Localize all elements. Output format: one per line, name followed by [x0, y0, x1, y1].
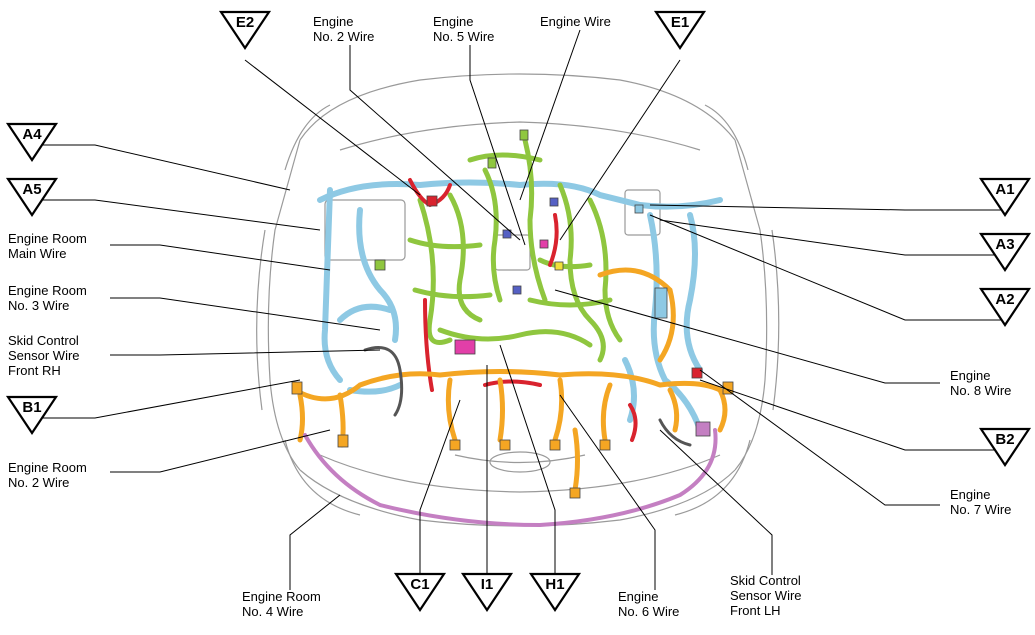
- marker-code: B2: [995, 431, 1014, 448]
- label-line: Engine: [950, 368, 991, 383]
- label-line: No. 6 Wire: [618, 604, 680, 619]
- marker-a3: A3: [978, 232, 1032, 272]
- marker-code: A4: [22, 126, 42, 143]
- label-line: Skid Control: [8, 333, 79, 348]
- marker-e1: E1: [653, 10, 707, 50]
- marker-i1: I1: [460, 572, 514, 612]
- label-line: Engine: [433, 14, 474, 29]
- marker-triangle: [393, 572, 447, 612]
- marker-triangle: [528, 572, 582, 612]
- marker-a1: A1: [978, 177, 1032, 217]
- label-engine-no2: Engine No. 2 Wire: [313, 14, 374, 44]
- label-skid-rh: Skid Control Sensor Wire Front RH: [8, 333, 80, 378]
- label-line: Engine Room: [8, 231, 87, 246]
- marker-triangle: [5, 177, 59, 217]
- label-line: Front LH: [730, 603, 781, 618]
- label-engine-no6: Engine No. 6 Wire: [618, 589, 679, 619]
- label-line: Engine Room: [8, 460, 87, 475]
- marker-triangle: [5, 122, 59, 162]
- marker-code: B1: [22, 399, 41, 416]
- label-line: Engine Wire: [540, 14, 611, 29]
- label-engine-room-main: Engine Room Main Wire: [8, 231, 87, 261]
- label-line: No. 2 Wire: [313, 29, 375, 44]
- label-engine-no8: Engine No. 8 Wire: [950, 368, 1011, 398]
- marker-code: C1: [410, 576, 429, 593]
- marker-b2: B2: [978, 427, 1032, 467]
- marker-h1: H1: [528, 572, 582, 612]
- marker-triangle: [978, 177, 1032, 217]
- label-engine-no7: Engine No. 7 Wire: [950, 487, 1011, 517]
- label-engine-room-no3: Engine Room No. 3 Wire: [8, 283, 87, 313]
- label-line: Engine Room: [8, 283, 87, 298]
- label-line: No. 3 Wire: [8, 298, 70, 313]
- bumper-harness: [303, 428, 718, 528]
- marker-e2: E2: [218, 10, 272, 50]
- marker-a4: A4: [5, 122, 59, 162]
- marker-code: I1: [481, 576, 494, 593]
- marker-triangle: [653, 10, 707, 50]
- label-line: Engine Room: [242, 589, 321, 604]
- marker-triangle: [978, 287, 1032, 327]
- label-line: Skid Control: [730, 573, 801, 588]
- marker-a2: A2: [978, 287, 1032, 327]
- red-harness: [408, 178, 638, 442]
- marker-a5: A5: [5, 177, 59, 217]
- marker-code: A2: [995, 291, 1014, 308]
- marker-code: A1: [995, 181, 1014, 198]
- label-engine-room-no4: Engine Room No. 4 Wire: [242, 589, 321, 619]
- label-engine-no5: Engine No. 5 Wire: [433, 14, 494, 44]
- vehicle-outline: [256, 73, 780, 527]
- marker-triangle: [978, 427, 1032, 467]
- marker-code: E1: [671, 14, 689, 31]
- marker-code: H1: [545, 576, 564, 593]
- marker-code: A3: [995, 236, 1014, 253]
- engine-harness: [407, 137, 623, 363]
- engine-room-main-harness: [317, 179, 723, 433]
- label-line: No. 7 Wire: [950, 502, 1012, 517]
- label-skid-lh: Skid Control Sensor Wire Front LH: [730, 573, 802, 618]
- label-line: No. 2 Wire: [8, 475, 70, 490]
- leader-lines: [40, 29, 1005, 590]
- label-line: No. 5 Wire: [433, 29, 495, 44]
- label-line: Sensor Wire: [8, 348, 80, 363]
- marker-c1: C1: [393, 572, 447, 612]
- marker-triangle: [978, 232, 1032, 272]
- marker-code: E2: [236, 14, 254, 31]
- label-line: Engine: [950, 487, 991, 502]
- label-line: Sensor Wire: [730, 588, 802, 603]
- label-engine-room-no2: Engine Room No. 2 Wire: [8, 460, 87, 490]
- label-line: No. 8 Wire: [950, 383, 1012, 398]
- connectors: [291, 129, 734, 499]
- sensor-harness: [363, 346, 692, 447]
- label-line: Front RH: [8, 363, 61, 378]
- label-engine-wire: Engine Wire: [540, 14, 611, 29]
- label-line: No. 4 Wire: [242, 604, 304, 619]
- label-line: Main Wire: [8, 246, 67, 261]
- label-line: Engine: [313, 14, 354, 29]
- marker-b1: B1: [5, 395, 59, 435]
- label-line: Engine: [618, 589, 659, 604]
- marker-triangle: [218, 10, 272, 50]
- marker-code: A5: [22, 181, 41, 198]
- marker-triangle: [460, 572, 514, 612]
- marker-triangle: [5, 395, 59, 435]
